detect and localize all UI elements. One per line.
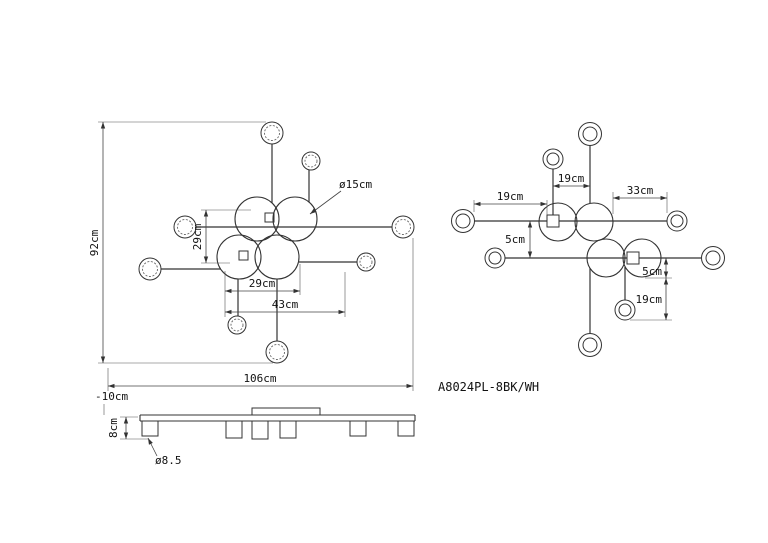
lamp-head xyxy=(578,122,602,146)
lamp-head xyxy=(701,246,725,270)
cluster-circle xyxy=(622,238,662,278)
lamp-head xyxy=(260,121,284,145)
detail-dimensions: 19cm 19cm 33cm 5cm 5cm 19cm xyxy=(473,172,672,321)
lamp-head xyxy=(542,148,564,170)
lamp-head xyxy=(227,315,247,335)
canopy xyxy=(251,407,321,416)
head-diameter-label: ø15cm xyxy=(339,178,372,191)
side-dimensions: -10cm 8cm ø8.5 xyxy=(95,390,182,467)
overall-height-label: 92cm xyxy=(88,229,101,256)
side-lamp-head xyxy=(251,420,269,440)
ext-line xyxy=(98,121,273,364)
lamp-head xyxy=(138,257,162,281)
cluster-circle xyxy=(586,238,626,278)
detail-arms xyxy=(474,145,701,333)
side-lamp-head xyxy=(279,420,297,439)
junction-box xyxy=(546,214,560,228)
right-offset-label: 5cm xyxy=(642,265,662,278)
lamp-head xyxy=(391,215,415,239)
side-lamp-head xyxy=(225,420,243,439)
leader-line xyxy=(309,190,342,215)
product-code-label: A8024PL-8BK/WH xyxy=(438,380,539,394)
cluster-circle xyxy=(538,202,578,242)
junction-box xyxy=(238,250,249,261)
arm-span-label: 43cm xyxy=(272,298,299,311)
side-lamp-head xyxy=(349,420,367,437)
junction-box xyxy=(264,212,275,223)
cluster-circle xyxy=(272,196,318,242)
cluster-height-label: 29cm xyxy=(191,223,204,250)
lamp-head xyxy=(578,333,602,357)
plan-view-drawing: 92cm 29cm 29cm 43cm 106cm ø15cm xyxy=(88,121,415,391)
cluster-circle xyxy=(574,202,614,242)
plan-center-cluster xyxy=(216,196,318,280)
lamp-head xyxy=(451,209,475,233)
right-arm-label: 33cm xyxy=(627,184,654,197)
side-view-drawing: -10cm 8cm ø8.5 xyxy=(95,390,416,467)
mount-height-label: -10cm xyxy=(95,390,128,403)
side-lamp-head xyxy=(141,420,159,437)
body-height-label: 8cm xyxy=(107,418,120,438)
left-arm-label: 19cm xyxy=(497,190,524,203)
lamp-head xyxy=(484,247,506,269)
overall-width-label: 106cm xyxy=(243,372,276,385)
tube-diameter-label: ø8.5 xyxy=(155,454,182,467)
side-body xyxy=(139,407,416,440)
lamp-head xyxy=(356,252,376,272)
top-offset-label: 19cm xyxy=(558,172,585,185)
lamp-head xyxy=(265,340,289,364)
ext-line xyxy=(120,416,148,440)
plan-dimensions: 92cm 29cm 29cm 43cm 106cm ø15cm xyxy=(88,121,414,391)
mount-plate xyxy=(139,414,416,422)
ext-line xyxy=(612,192,668,214)
left-offset-label: 5cm xyxy=(505,233,525,246)
bottom-arm-label: 19cm xyxy=(636,293,663,306)
lamp-head xyxy=(614,299,636,321)
lamp-head xyxy=(666,210,688,232)
cluster-width-label: 29cm xyxy=(249,277,276,290)
leader-line xyxy=(147,437,158,457)
side-lamp-head xyxy=(397,420,415,437)
ext-line xyxy=(224,264,301,317)
cluster-circle xyxy=(216,234,262,280)
junction-box xyxy=(626,251,640,265)
lamp-head xyxy=(301,151,321,171)
cluster-circle xyxy=(234,196,280,242)
detail-center-cluster xyxy=(538,202,662,278)
cluster-circle xyxy=(254,234,300,280)
detail-view-drawing: 19cm 19cm 33cm 5cm 5cm 19cm A8024PL-8BK/… xyxy=(438,122,725,394)
